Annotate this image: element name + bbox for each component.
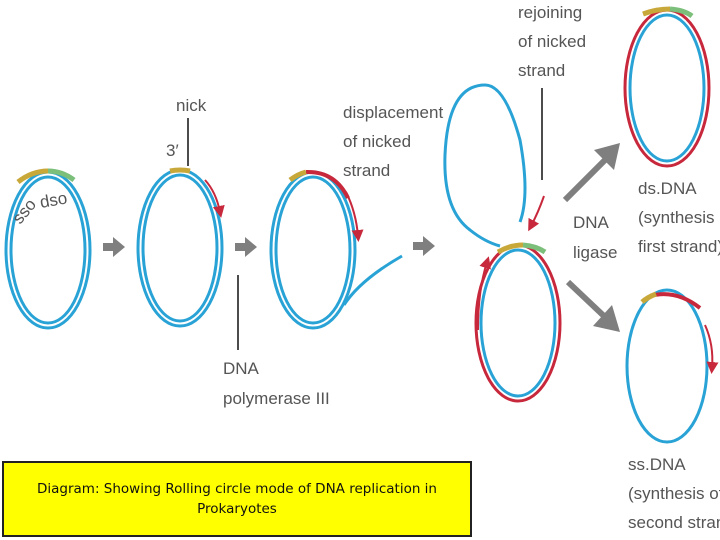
displacement-line-1: displacement (343, 103, 443, 122)
dna-polymerase-line-2: polymerase III (223, 389, 330, 408)
ssdna-line-3: second strand) (628, 513, 720, 532)
new-strand-arrow (345, 191, 364, 242)
dsdna-line-3: first strand) (638, 237, 720, 256)
dsdna-label: ds.DNA (synthesis of first strand) (638, 179, 720, 256)
displacement-line-3: strand (343, 161, 390, 180)
origin-marker (496, 242, 524, 255)
ligase-strand-arrow (528, 195, 545, 232)
origin-marker (642, 6, 671, 17)
caption-text: Diagram: Showing Rolling circle mode of … (37, 481, 437, 517)
displaced-loop (443, 83, 527, 248)
step-arrow-1 (103, 237, 125, 257)
new-strand-arrow (704, 324, 719, 374)
step-arrow-3 (413, 236, 435, 256)
rejoining-line-2: of nicked (518, 32, 586, 51)
new-strand-arrow (204, 179, 225, 218)
ssdna-line-1: ss.DNA (628, 455, 686, 474)
new-strand (305, 169, 350, 199)
plasmid-2 (136, 167, 225, 328)
three-prime-label: 3′ (166, 141, 179, 160)
branch-arrow-up (562, 143, 620, 203)
displaced-strand-tail (342, 254, 403, 306)
nick-label: nick (176, 96, 207, 115)
branch-arrow-down (565, 279, 620, 332)
ssdna-line-2: (synthesis of (628, 484, 720, 503)
origin-marker (640, 291, 657, 304)
dna-polymerase-line-1: DNA (223, 359, 260, 378)
origin-marker (169, 167, 191, 174)
dna-ligase-line-2: ligase (573, 243, 617, 262)
dna-ligase-line-1: DNA (573, 213, 610, 232)
new-strand-arrow (477, 256, 491, 331)
plasmid-1 (4, 168, 92, 330)
caption-box: Diagram: Showing Rolling circle mode of … (2, 461, 472, 537)
plasmid-dsdna (623, 6, 711, 168)
dso-label: dso (38, 188, 68, 211)
dna-ligase-label: DNA ligase (573, 213, 617, 262)
step-arrow-2 (235, 237, 257, 257)
dsdna-line-1: ds.DNA (638, 179, 697, 198)
origin-marker (288, 169, 307, 183)
plasmid-4 (474, 242, 562, 403)
dna-polymerase-label: DNA polymerase III (223, 359, 330, 408)
origin-marker (16, 168, 49, 184)
rejoining-line-3: strand (518, 61, 565, 80)
displacement-label: displacement of nicked strand (343, 103, 448, 180)
rejoining-label: rejoining of nicked strand (518, 3, 591, 80)
plasmid-3 (269, 169, 403, 330)
displacement-line-2: of nicked (343, 132, 411, 151)
rejoining-line-1: rejoining (518, 3, 582, 22)
dsdna-line-2: (synthesis of (638, 208, 720, 227)
ssdna-label: ss.DNA (synthesis of second strand) (628, 455, 720, 532)
plasmid-ssdna (625, 288, 719, 444)
